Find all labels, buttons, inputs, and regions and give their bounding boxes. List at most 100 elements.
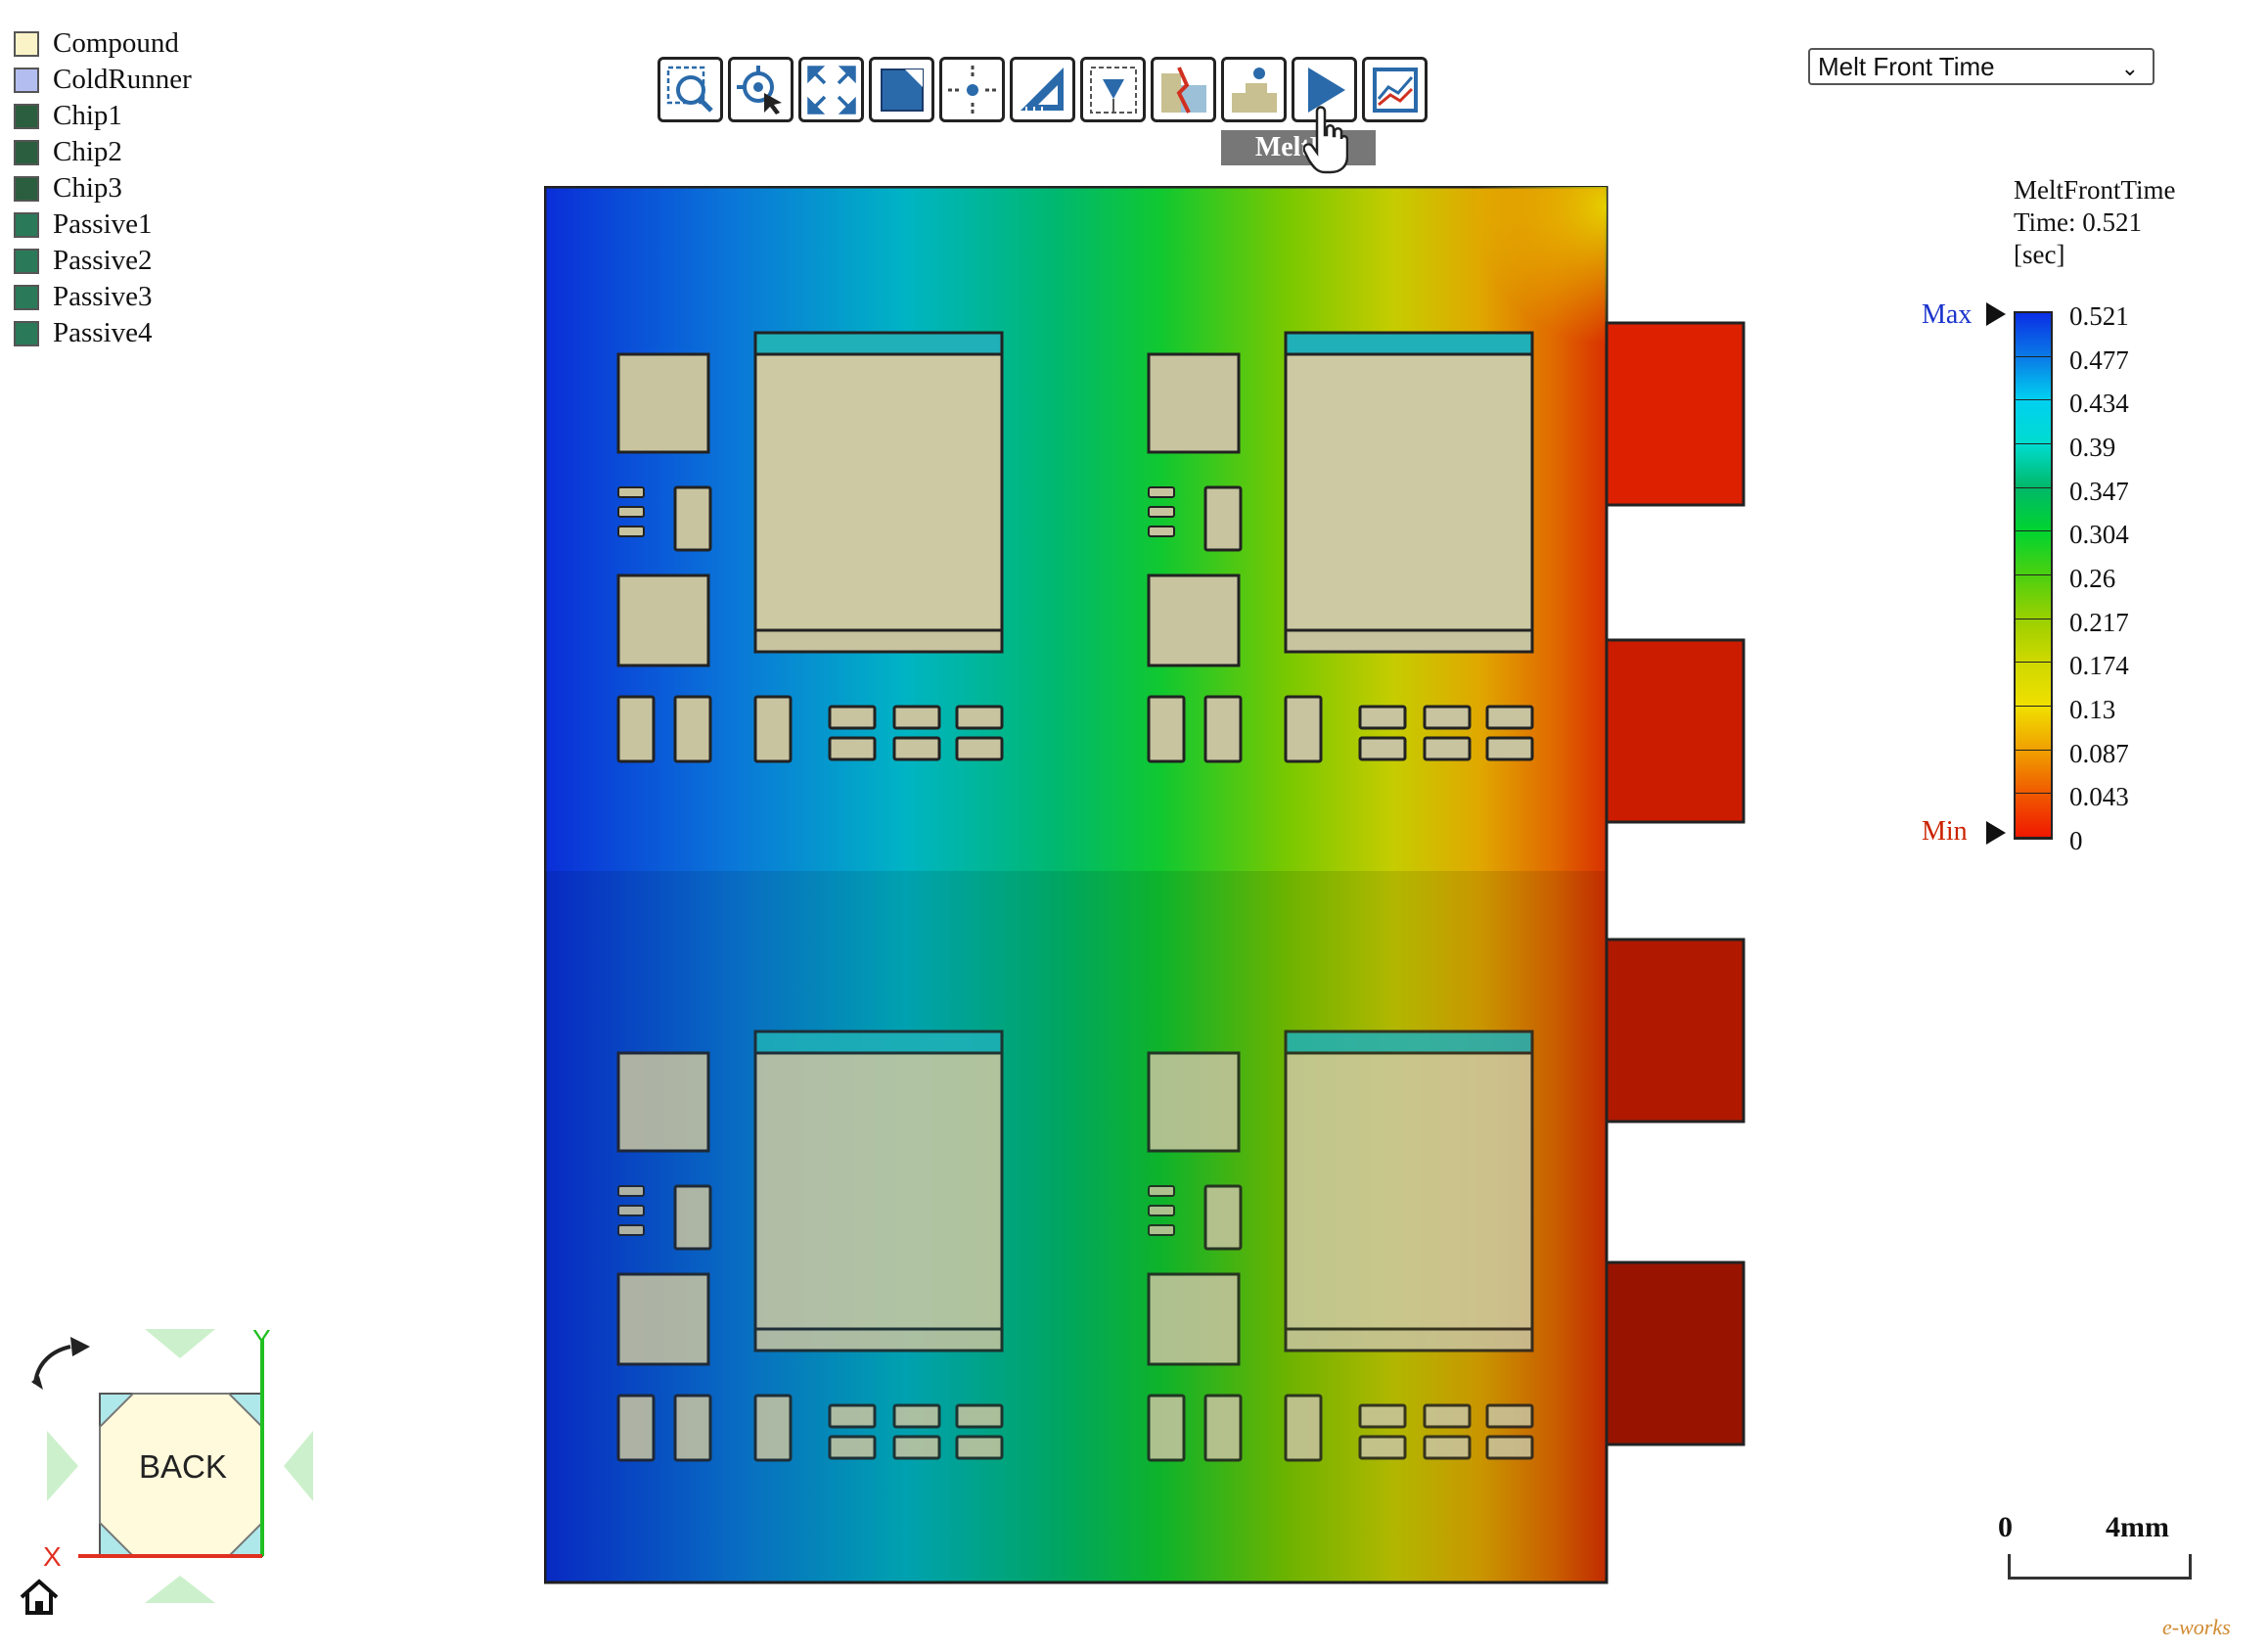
legend-swatch	[14, 175, 39, 202]
legend-swatch	[14, 320, 39, 346]
legend-item[interactable]: Passive4	[14, 315, 192, 351]
axis-x-label: X	[43, 1541, 62, 1572]
color-scale-tick: 0.043	[2069, 782, 2129, 812]
xy-plot-icon	[1372, 67, 1418, 113]
legend-item[interactable]: Passive3	[14, 279, 192, 315]
gate-2	[1605, 638, 1746, 824]
toolbar-tooltip: MeltF t	[1221, 130, 1376, 165]
scale-bar	[2008, 1554, 2192, 1580]
rotate-left-icon	[33, 1345, 71, 1385]
color-scale-tick: 0.087	[2069, 738, 2129, 768]
legend-item[interactable]: Chip2	[14, 134, 192, 170]
legend-label: Chip1	[53, 100, 122, 131]
legend-swatch	[14, 248, 39, 274]
gate-4	[1605, 1260, 1746, 1446]
legend-label: Passive3	[53, 281, 153, 312]
color-scale-segment	[2016, 487, 2051, 532]
legend-label: Chip2	[53, 136, 122, 167]
color-scale-bar	[2014, 311, 2053, 840]
color-scale-tick: 0.26	[2069, 564, 2116, 593]
measure-icon	[1020, 67, 1064, 111]
gate-3	[1605, 938, 1746, 1123]
colorbar-title: MeltFrontTime Time: 0.521 [sec]	[2014, 174, 2176, 271]
scale-end-label: 4mm	[2106, 1511, 2169, 1543]
color-scale-tick: 0.13	[2069, 695, 2116, 724]
legend-item[interactable]: Passive2	[14, 243, 192, 279]
play-icon	[1307, 67, 1345, 113]
view-cube-left-arrow	[47, 1431, 78, 1501]
section-button[interactable]	[869, 57, 934, 122]
viewer-toolbar	[658, 57, 1432, 122]
legend-swatch	[14, 211, 39, 238]
color-scale-tick: 0.174	[2069, 651, 2129, 681]
colorbar-time: Time: 0.521	[2014, 207, 2143, 237]
legend-item[interactable]: Passive1	[14, 206, 192, 243]
legend-swatch	[14, 67, 39, 93]
legend-label: Passive4	[53, 317, 153, 348]
color-scale-segment	[2016, 750, 2051, 795]
weldline-icon	[1160, 66, 1206, 114]
hand-cursor-icon	[1303, 106, 1348, 174]
color-scale-segment	[2016, 794, 2051, 838]
legend-swatch	[14, 284, 39, 310]
home-icon[interactable]	[18, 1578, 61, 1617]
gate-icon	[1231, 67, 1277, 113]
legend-swatch	[14, 139, 39, 165]
weldline-button[interactable]	[1151, 57, 1216, 122]
view-cube-face-label[interactable]: BACK	[139, 1448, 227, 1485]
color-scale-segment	[2016, 443, 2051, 488]
legend-label: Chip3	[53, 172, 122, 204]
pick-point-button[interactable]	[728, 57, 794, 122]
gate-1	[1605, 321, 1746, 507]
colorbar-unit: [sec]	[2014, 240, 2065, 269]
min-label: Min	[1922, 816, 1968, 847]
max-arrow-icon	[1986, 302, 2006, 326]
view-cube[interactable]: Y X	[29, 1319, 333, 1613]
color-scale-segment	[2016, 619, 2051, 664]
color-scale-tick: 0.304	[2069, 520, 2129, 550]
center-button[interactable]	[939, 57, 1005, 122]
color-scale-segment	[2016, 313, 2051, 357]
fit-view-button[interactable]	[798, 57, 864, 122]
package-cluster	[616, 331, 1004, 763]
probe-button[interactable]	[1080, 57, 1146, 122]
color-scale-tick: 0.347	[2069, 476, 2129, 506]
legend-swatch	[14, 30, 39, 57]
fit-view-icon	[806, 65, 856, 115]
legend-swatch	[14, 103, 39, 129]
probe-icon	[1089, 66, 1137, 114]
legend-label: Passive2	[53, 245, 153, 276]
measure-button[interactable]	[1010, 57, 1075, 122]
axis-y-label: Y	[252, 1324, 271, 1354]
legend-label: Passive1	[53, 208, 153, 240]
legend-item[interactable]: Chip3	[14, 170, 192, 206]
color-scale-tick: 0.477	[2069, 344, 2129, 375]
zoom-window-button[interactable]	[658, 57, 723, 122]
legend-item[interactable]: Compound	[14, 25, 192, 62]
color-scale-segment	[2016, 531, 2051, 575]
zoom-window-icon	[666, 66, 713, 113]
color-scale-segment	[2016, 356, 2051, 401]
gate-button[interactable]	[1221, 57, 1287, 122]
melt-front-contour-view[interactable]	[544, 186, 1767, 1595]
color-scale-segment	[2016, 400, 2051, 444]
legend-item[interactable]: Chip1	[14, 98, 192, 134]
legend-item[interactable]: ColdRunner	[14, 62, 192, 98]
scale-start-label: 0	[1998, 1511, 2013, 1543]
view-cube-down-arrow	[145, 1576, 215, 1603]
color-scale-segment	[2016, 663, 2051, 707]
color-scale-segment	[2016, 574, 2051, 619]
color-scale-segment	[2016, 706, 2051, 751]
colorbar-result-name: MeltFrontTime	[2014, 175, 2176, 205]
pick-point-icon	[736, 65, 782, 115]
legend-label: Compound	[53, 27, 179, 59]
xy-plot-button[interactable]	[1362, 57, 1428, 122]
color-scale-tick: 0.39	[2069, 433, 2116, 462]
color-scale-tick: 0.521	[2069, 301, 2129, 331]
legend-label: ColdRunner	[53, 64, 192, 95]
color-scale-tick: 0.434	[2069, 389, 2129, 419]
watermark-logo: e-works	[2162, 1615, 2231, 1639]
result-type-select[interactable]: Melt Front Time ⌄	[1808, 48, 2155, 85]
result-type-value: Melt Front Time	[1818, 51, 1995, 81]
